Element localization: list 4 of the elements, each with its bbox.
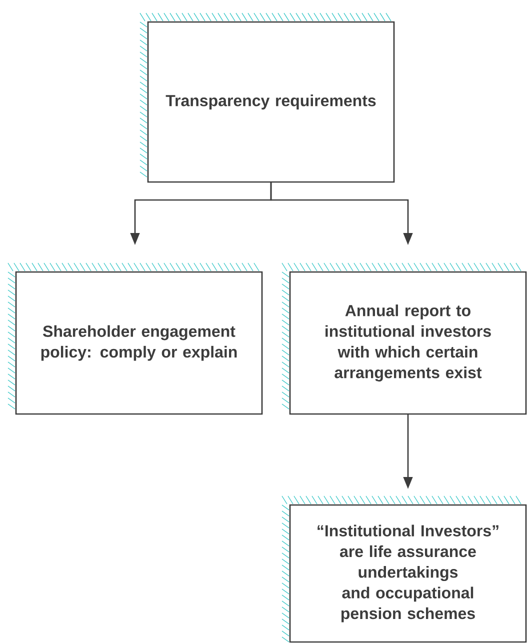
hatched-box: “Institutional Investors” are life assurance undertakings and occupational pension schemes: [282, 496, 527, 643]
hatched-box: Annual report to institutional investors with which certain arrangements exist: [282, 262, 527, 415]
hatched-box: Transparency requirements: [140, 12, 395, 183]
hatched-box: Shareholder engagement policy: comply or explain: [8, 262, 263, 415]
